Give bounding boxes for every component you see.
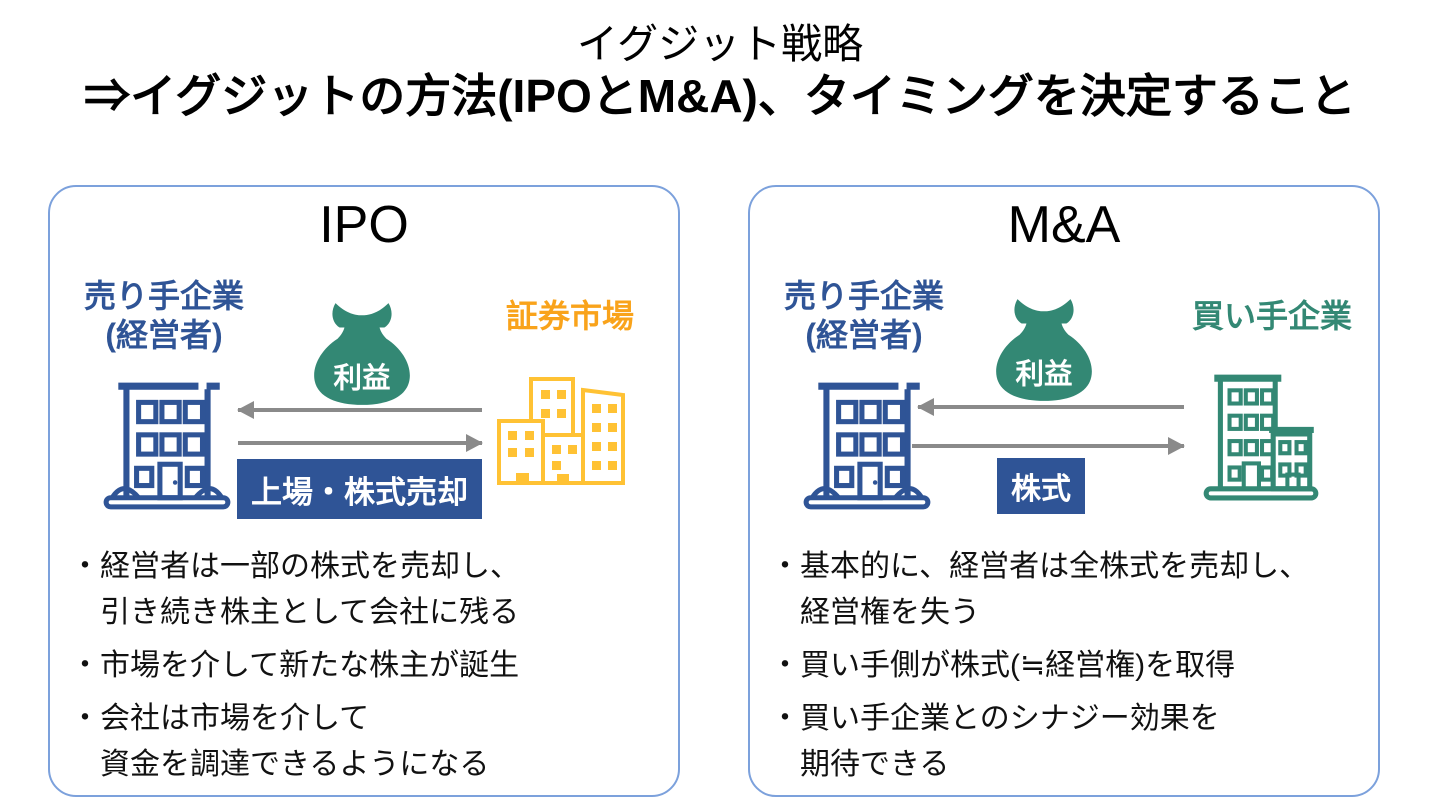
- ma-flow-label-box: 株式: [997, 458, 1085, 514]
- bullet-item: ・買い手企業とのシナジー効果を 期待できる: [770, 696, 1372, 788]
- seller-company-label: 売り手企業 (経営者): [66, 277, 262, 355]
- buyer-company-label: 買い手企業: [1191, 298, 1352, 334]
- slide-title: イグジット戦略: [576, 21, 864, 67]
- stock-market-buildings-icon: [496, 377, 628, 487]
- seller-label-line2: (経営者): [105, 317, 223, 353]
- ma-bullet-list: ・基本的に、経営者は全株式を売却し、 経営権を失う ・買い手側が株式(≒経営権)…: [770, 544, 1372, 795]
- slide-header: イグジット戦略 ⇒イグジットの方法(IPOとM&A)、タイミングを決定すること: [0, 0, 1440, 122]
- money-bag-icon: 利益: [988, 295, 1100, 405]
- bullet-line: ・買い手企業とのシナジー効果を: [770, 702, 1220, 735]
- bag-label: 利益: [333, 363, 390, 395]
- seller-label-line1: 売り手企業: [783, 278, 944, 314]
- ipo-flow-label-box: 上場・株式売却: [237, 459, 482, 519]
- stock-market-label: 証券市場: [505, 298, 634, 334]
- seller-building-icon: [800, 375, 934, 517]
- bag-label: 利益: [1015, 359, 1072, 391]
- bullet-line: 引き続き株主として会社に残る: [100, 596, 520, 629]
- bullet-item: ・買い手側が株式(≒経営権)を取得: [770, 643, 1372, 689]
- seller-label-line2: (経営者): [805, 317, 923, 353]
- bullet-line: 経営権を失う: [800, 596, 980, 629]
- ipo-panel: IPO 売り手企業 (経営者) 証券市場 利益: [48, 185, 680, 797]
- bullet-line: 期待できる: [800, 748, 950, 781]
- slide-subtitle: ⇒イグジットの方法(IPOとM&A)、タイミングを決定すること: [84, 70, 1356, 123]
- buyer-building-icon: [1202, 369, 1320, 503]
- seller-label-line1: 売り手企業: [83, 278, 244, 314]
- bullet-line: ・経営者は一部の株式を売却し、: [70, 550, 520, 583]
- ma-panel: M&A 売り手企業 (経営者) 買い手企業 利益: [748, 185, 1380, 797]
- bullet-item: ・基本的に、経営者は全株式を売却し、 経営権を失う: [770, 544, 1372, 636]
- bullet-line: 資金を調達できるようになる: [100, 748, 490, 781]
- bullet-line: ・基本的に、経営者は全株式を売却し、: [770, 550, 1310, 583]
- ma-panel-title: M&A: [1007, 196, 1121, 254]
- bullet-line: ・会社は市場を介して: [70, 702, 370, 735]
- money-bag-icon: 利益: [306, 299, 418, 409]
- arrow-left-icon: [238, 408, 482, 412]
- bullet-item: ・経営者は一部の株式を売却し、 引き続き株主として会社に残る: [70, 544, 672, 636]
- bullet-item: ・市場を介して新たな株主が誕生: [70, 643, 672, 689]
- seller-company-label: 売り手企業 (経営者): [766, 277, 962, 355]
- bullet-line: ・市場を介して新たな株主が誕生: [70, 649, 520, 682]
- arrow-right-icon: [238, 441, 482, 445]
- arrow-right-icon: [912, 444, 1184, 448]
- bullet-line: ・買い手側が株式(≒経営権)を取得: [770, 649, 1236, 682]
- bullet-item: ・会社は市場を介して 資金を調達できるようになる: [70, 696, 672, 788]
- ipo-bullet-list: ・経営者は一部の株式を売却し、 引き続き株主として会社に残る ・市場を介して新た…: [70, 544, 672, 795]
- arrow-left-icon: [918, 405, 1184, 409]
- seller-building-icon: [100, 375, 234, 517]
- ipo-panel-title: IPO: [319, 196, 409, 254]
